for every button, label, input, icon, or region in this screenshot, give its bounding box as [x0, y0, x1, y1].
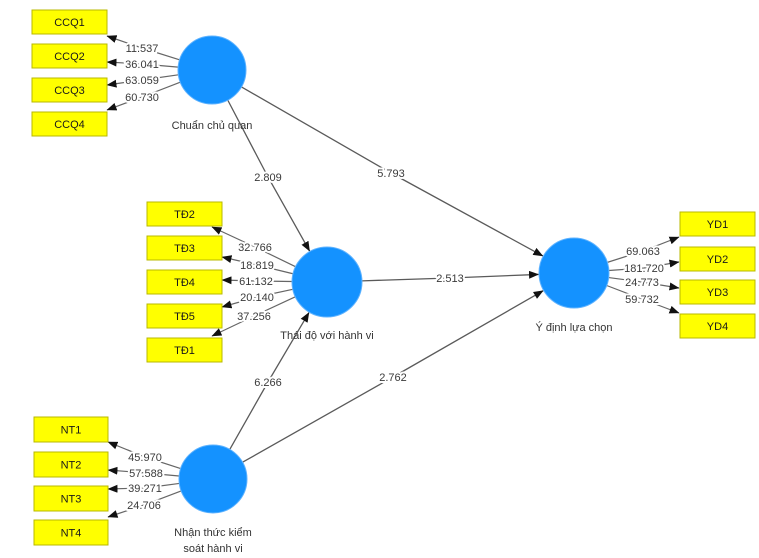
indicator-label: NT2	[61, 459, 82, 471]
indicator-label: CCQ2	[54, 51, 85, 63]
path-coefficient-label: 2.513	[436, 273, 464, 285]
path-coefficient-label: 2.762	[379, 372, 407, 384]
indicator-label: CCQ1	[54, 17, 85, 29]
structural-path-arrow	[361, 270, 540, 282]
indicator-edge-arrow	[211, 226, 296, 268]
indicator-edge-arrow	[608, 276, 680, 291]
indicator-nt2[interactable]: NT2	[33, 451, 109, 478]
indicator-yd4[interactable]: YD4	[679, 313, 756, 339]
loading-value-label: 59.732	[625, 294, 659, 306]
loading-value-label: 61.132	[239, 276, 273, 288]
indicator-label: TĐ5	[174, 311, 195, 323]
indicator-label: NT1	[61, 424, 82, 436]
construct-circle[interactable]	[291, 246, 363, 318]
indicator-label: YD1	[707, 219, 728, 231]
loading-value-label: 36.041	[125, 59, 159, 71]
indicator-edge-arrow	[606, 284, 680, 314]
indicator-nt4[interactable]: NT4	[33, 519, 109, 546]
indicator-edge-arrow	[608, 259, 680, 272]
indicator-label: CCQ4	[54, 119, 85, 131]
indicator-nt3[interactable]: NT3	[33, 485, 109, 512]
indicator-edge-arrow	[106, 58, 179, 68]
loading-value-label: 63.059	[125, 75, 159, 87]
indicator-yd1[interactable]: YD1	[679, 211, 756, 237]
loading-value-label: 69.063	[626, 246, 660, 258]
indicator-label: TĐ1	[174, 345, 195, 357]
indicator-edge-arrow	[221, 255, 294, 275]
indicator-label: YD3	[707, 287, 728, 299]
edges-layer	[106, 35, 680, 518]
indicator-td4[interactable]: TĐ4	[146, 269, 223, 295]
indicator-label: TĐ2	[174, 209, 195, 221]
loading-value-label: 32.766	[238, 242, 272, 254]
indicator-edge-arrow	[106, 35, 180, 61]
indicator-ccq3[interactable]: CCQ3	[31, 77, 108, 103]
construct-circle[interactable]	[178, 444, 248, 514]
loading-value-label: 57.588	[129, 468, 163, 480]
construct-thai-do[interactable]: Thái độ với hành vi	[280, 246, 374, 342]
path-coefficient-label: 6.266	[254, 377, 282, 389]
loading-value-label: 11.537	[126, 43, 159, 55]
structural-path-arrow	[227, 99, 311, 252]
construct-circle[interactable]	[538, 237, 610, 309]
indicator-edge-arrow	[221, 288, 293, 309]
path-coefficient-label: 5.793	[377, 168, 405, 180]
structural-path-arrow	[229, 312, 310, 450]
indicator-td5[interactable]: TĐ5	[146, 303, 223, 329]
construct-chuan-chu-quan[interactable]: Chuẩn chủ quan	[172, 35, 253, 132]
indicator-edge-arrow	[107, 441, 181, 470]
path-coefficient-label: 2.809	[254, 172, 282, 184]
loading-value-label: 37.256	[237, 311, 271, 323]
indicator-label: YD4	[707, 321, 728, 333]
loading-value-label: 60.730	[125, 92, 159, 104]
indicator-label: NT3	[61, 493, 82, 505]
construct-circle[interactable]	[177, 35, 247, 105]
indicator-edge-arrow	[106, 81, 181, 111]
indicator-edge-arrow	[107, 466, 180, 477]
loading-value-label: 24.773	[625, 277, 659, 289]
loading-value-label: 18.819	[240, 260, 274, 272]
indicator-label: NT4	[61, 527, 82, 539]
indicator-td2[interactable]: TĐ2	[146, 201, 223, 227]
structural-path-arrow	[241, 86, 544, 257]
indicator-nt1[interactable]: NT1	[33, 416, 109, 443]
indicator-edge-arrow	[211, 296, 296, 337]
construct-label-line1: Nhận thức kiểm	[174, 527, 252, 539]
construct-label-line2: soát hành vi	[183, 543, 242, 555]
construct-label: Ý định lựa chọn	[535, 321, 612, 334]
construct-label: Chuẩn chủ quan	[172, 120, 253, 132]
construct-nhan-thuc[interactable]: Nhận thức kiểm soát hành vi	[174, 444, 252, 555]
loading-value-label: 45.970	[128, 452, 162, 464]
indicator-label: CCQ3	[54, 85, 85, 97]
indicator-ccq2[interactable]: CCQ2	[31, 43, 108, 69]
construct-label: Thái độ với hành vi	[280, 330, 373, 342]
indicator-td3[interactable]: TĐ3	[146, 235, 223, 261]
construct-y-dinh[interactable]: Ý định lựa chọn	[535, 237, 613, 334]
indicator-label: YD2	[707, 254, 728, 266]
indicator-ccq1[interactable]: CCQ1	[31, 9, 108, 35]
indicator-edge-arrow	[607, 236, 680, 263]
indicator-label: TĐ4	[174, 277, 195, 289]
loading-value-label: 39.271	[128, 483, 162, 495]
indicator-edge-arrow	[107, 482, 180, 493]
loading-value-label: 181.720	[624, 263, 664, 275]
structural-path-arrow	[242, 290, 544, 463]
indicator-label: TĐ3	[174, 243, 195, 255]
indicator-edge-arrow	[221, 276, 293, 285]
loading-value-label: 20.140	[240, 292, 274, 304]
indicator-td1[interactable]: TĐ1	[146, 337, 223, 363]
loading-value-label: 24.706	[127, 500, 161, 512]
indicator-edge-arrow	[106, 74, 179, 88]
value-labels-layer: 11.537 36.041 63.059 60.730 32.766 18.819 61.1…	[123, 41, 666, 514]
indicator-edge-arrow	[107, 490, 182, 518]
indicator-ccq4[interactable]: CCQ4	[31, 111, 108, 137]
indicator-yd2[interactable]: YD2	[679, 246, 756, 272]
indicator-yd3[interactable]: YD3	[679, 279, 756, 305]
